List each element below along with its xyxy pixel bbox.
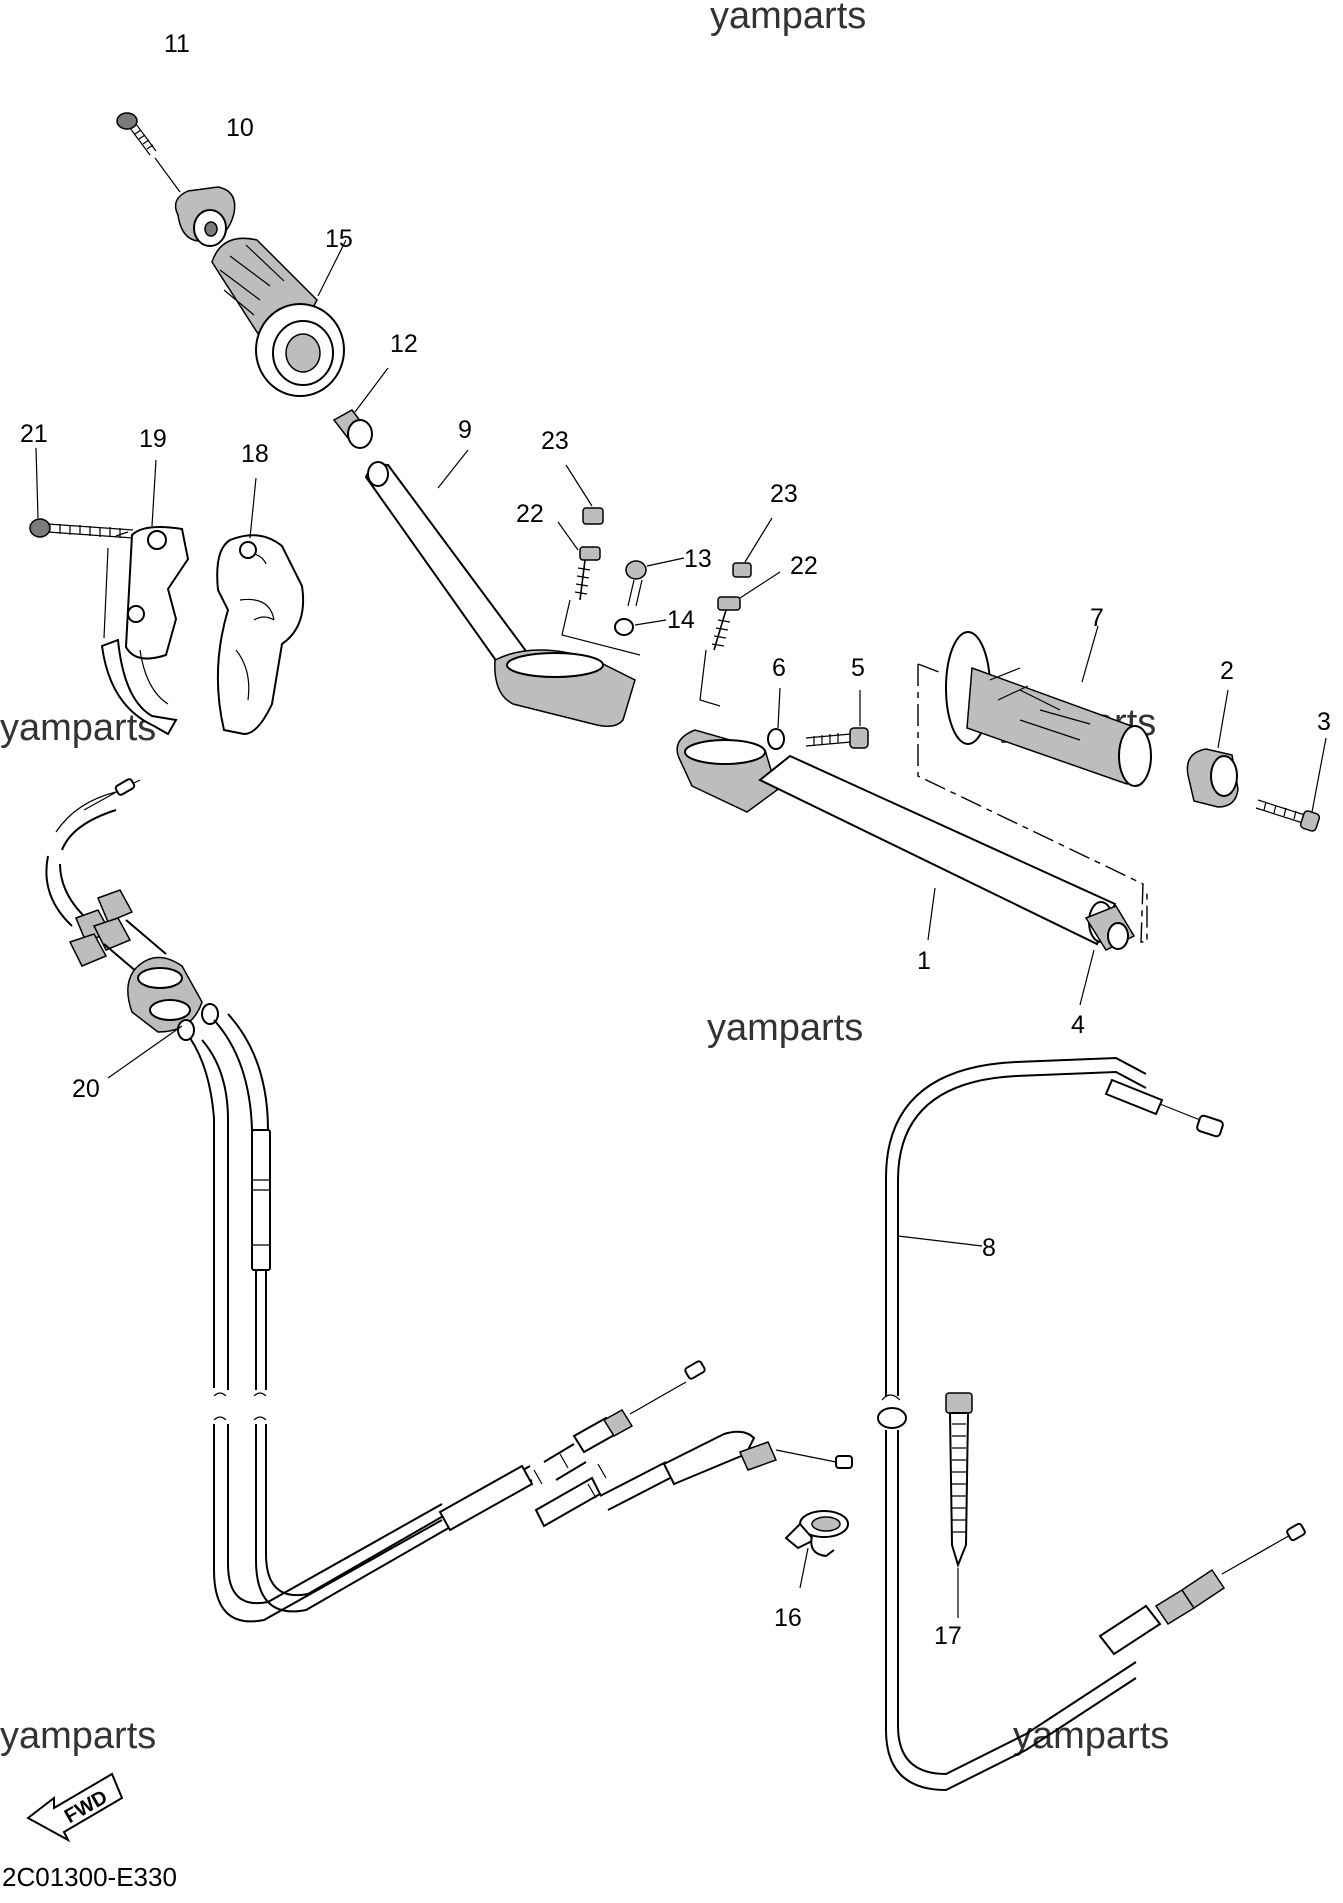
callout-16: 16 [774, 1604, 802, 1632]
part-17-cable-tie [945, 1392, 973, 1618]
callout-12: 12 [390, 330, 418, 358]
callout-23-left: 23 [541, 427, 569, 455]
part-14-washer [614, 618, 667, 636]
assembly-guide-line-2 [917, 663, 945, 675]
part-18-housing-upper [216, 477, 305, 736]
part-23-cap-upper-left [565, 464, 604, 525]
callout-22-left: 22 [516, 500, 544, 528]
part-19-housing-lower [100, 459, 190, 736]
callout-21: 21 [20, 420, 48, 448]
watermark-bottom-right: yamparts [1013, 1715, 1169, 1757]
part-7-right-grip [945, 625, 1152, 787]
watermark-center: yamparts [707, 1007, 863, 1049]
callout-1: 1 [917, 947, 931, 975]
callout-3: 3 [1317, 708, 1331, 736]
callout-4: 4 [1071, 1011, 1085, 1039]
callout-2: 2 [1220, 657, 1234, 685]
callout-18: 18 [241, 440, 269, 468]
part-1-right-handlebar [676, 729, 1117, 946]
callout-13: 13 [684, 545, 712, 573]
callout-9: 9 [458, 416, 472, 444]
forward-direction-arrow-icon: FWD [26, 1772, 124, 1843]
part-6-washer [767, 687, 785, 750]
part-13-screw [625, 557, 685, 607]
part-3-bolt [1255, 737, 1327, 832]
part-16-clamp [784, 1510, 849, 1589]
callout-6: 6 [772, 654, 786, 682]
part-10-bar-end-weight [174, 186, 236, 247]
callout-20: 20 [72, 1075, 100, 1103]
callout-19: 19 [139, 425, 167, 453]
part-11-bolt [116, 112, 181, 193]
watermark-left-mid: yamparts [0, 707, 156, 749]
part-4-collar [1079, 905, 1136, 1006]
part-21-screw [29, 447, 134, 539]
callout-8: 8 [982, 1234, 996, 1262]
watermark-bottom-left: yamparts [0, 1715, 156, 1757]
part-8-clutch-cable [877, 1056, 1306, 1792]
callout-10: 10 [226, 114, 254, 142]
callout-15: 15 [325, 225, 353, 253]
assembly-guide-line [917, 664, 1148, 943]
part-20-throttle-cable-pair [45, 778, 853, 1623]
callout-11: 11 [164, 30, 190, 58]
part-23-cap-right [732, 517, 773, 578]
diagram-code: 2C01300-E330 [2, 1862, 177, 1892]
callout-5: 5 [851, 654, 865, 682]
part-9-left-handlebar [364, 449, 636, 727]
part-22-bolt-upper-left [557, 521, 641, 656]
part-5-bolt [805, 690, 869, 749]
callout-14: 14 [667, 606, 695, 634]
part-22-bolt-right [699, 571, 781, 707]
watermark-top: yamparts [710, 0, 866, 37]
callout-17: 17 [934, 1622, 962, 1650]
part-15-throttle-grip [211, 237, 347, 397]
callout-7: 7 [1090, 604, 1104, 632]
part-12-collar [332, 367, 389, 449]
callout-22-right: 22 [790, 552, 818, 580]
callout-23-right: 23 [770, 480, 798, 508]
part-2-bar-end-weight [1186, 689, 1239, 808]
